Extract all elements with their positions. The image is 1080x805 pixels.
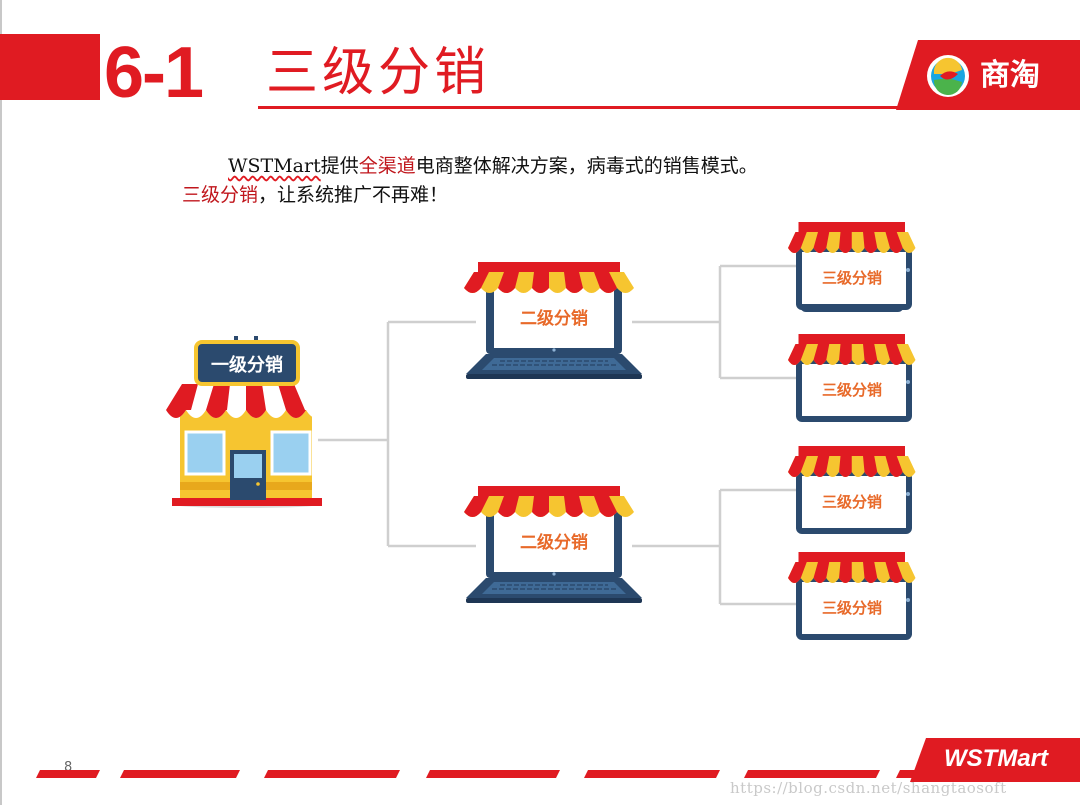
level1-store: 一级分销	[166, 336, 326, 508]
intro-line1-highlight: 全渠道	[358, 155, 416, 177]
intro-line2-highlight: 三级分销	[182, 184, 259, 206]
shangtao-logo-icon	[927, 55, 969, 97]
level3-store-2: 三级分销	[788, 334, 916, 422]
level3-store-3: 三级分销	[788, 446, 916, 534]
level2-store-2: 二级分销	[464, 486, 643, 604]
level3-label: 三级分销	[822, 493, 882, 511]
level3-label: 三级分销	[822, 381, 882, 399]
footer-stripes	[36, 770, 960, 778]
level3-label: 三级分销	[822, 269, 882, 287]
footer-logo-panel	[910, 738, 1080, 782]
intro-line-2: 三级分销，让系统推广不再难！	[182, 181, 902, 210]
intro-line1-a: 提供	[320, 155, 359, 177]
intro-line1-b: 电商整体解决方案，病毒式的销售模式。	[415, 155, 758, 177]
connector-lines	[318, 264, 800, 606]
footer-logo-text: WSTMart	[944, 745, 1048, 772]
header-red-band	[0, 34, 100, 100]
header-underline	[258, 106, 918, 109]
page-title: 三级分销	[266, 43, 491, 103]
intro-text: WSTMart提供全渠道电商整体解决方案，病毒式的销售模式。 三级分销，让系统推…	[182, 152, 902, 210]
intro-line-1: WSTMart提供全渠道电商整体解决方案，病毒式的销售模式。	[182, 152, 902, 181]
page-number: 8	[64, 760, 73, 775]
section-number: 6-1	[104, 33, 204, 113]
level2-label: 二级分销	[520, 532, 588, 553]
level1-label: 一级分销	[211, 354, 283, 376]
watermark: https://blog.csdn.net/shangtaosoft	[730, 779, 1007, 797]
slide-left-edge	[0, 0, 2, 805]
level3-store-1: 三级分销	[788, 222, 916, 310]
level2-label: 二级分销	[520, 308, 588, 329]
brand-logo-text: 商淘	[980, 58, 1040, 93]
intro-brand: WSTMart	[228, 155, 321, 177]
level3-store-4: 三级分销	[788, 552, 916, 640]
intro-line2-b: ，让系统推广不再难！	[258, 184, 449, 206]
level2-store-1: 二级分销	[464, 262, 643, 380]
brand-logo-panel	[896, 40, 1080, 110]
level3-label: 三级分销	[822, 599, 882, 617]
